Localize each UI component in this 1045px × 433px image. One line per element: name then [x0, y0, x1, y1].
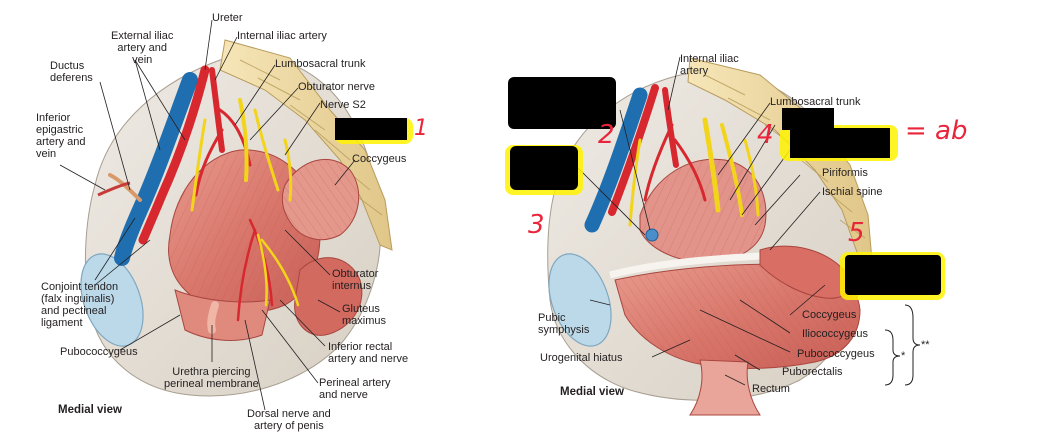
- left-view-label: Medial view: [58, 404, 122, 416]
- right-bracket-inner: [884, 329, 901, 386]
- right-external-iliac-vein: [584, 87, 648, 233]
- label-inferior-epigastric: Inferior epigastric artery and vein: [36, 112, 86, 160]
- left-sacrum: [219, 39, 393, 251]
- right-internal-iliac-branches: [643, 87, 707, 202]
- label-right-double-star: **: [921, 339, 930, 351]
- label-urethra: Urethra piercing perineal membrane: [164, 366, 259, 390]
- label-right-puborectalis: Puborectalis: [782, 366, 843, 378]
- right-annotation-3: 3: [528, 210, 545, 240]
- right-redaction-5: [845, 255, 941, 295]
- right-rectum: [689, 359, 761, 416]
- right-pubic-symphysis: [548, 253, 612, 347]
- label-right-single-star: *: [901, 350, 906, 362]
- right-redaction-2: [508, 77, 616, 129]
- label-right-pubococcygeus: Pubococcygeus: [797, 348, 875, 360]
- label-obturator-nerve: Obturator nerve: [298, 81, 376, 93]
- right-bracket-outer: [904, 304, 921, 386]
- left-external-iliac-artery: [138, 65, 210, 245]
- label-right-internal-iliac: Internal iliac artery: [680, 53, 739, 77]
- label-ductus-deferens: Ductus deferens: [50, 60, 93, 84]
- right-external-iliac-artery: [608, 84, 659, 216]
- label-dorsal-nerve: Dorsal nerve and artery of penis: [247, 408, 331, 432]
- right-annotation-2: 2: [598, 120, 615, 150]
- right-annotation-4: 4: [757, 120, 774, 150]
- label-lumbosacral-trunk: Lumbosacral trunk: [275, 58, 366, 70]
- right-redaction-4a: [782, 108, 834, 130]
- label-pubococcygeus: Pubococcygeus: [60, 346, 138, 358]
- label-ureter: Ureter: [212, 12, 243, 24]
- label-obturator-internus: Obturator internus: [332, 268, 379, 292]
- label-inferior-rectal: Inferior rectal artery and nerve: [328, 341, 409, 365]
- right-redaction-4b: [790, 128, 890, 158]
- label-right-coccygeus: Coccygeus: [802, 309, 857, 321]
- label-right-ischial-spine: Ischial spine: [822, 186, 883, 198]
- label-right-rectum: Rectum: [752, 383, 790, 395]
- left-leader-lines: [59, 19, 356, 411]
- right-annotation-5: 5: [848, 218, 865, 248]
- left-annotation-1: 1: [414, 116, 428, 141]
- right-view-label: Medial view: [560, 386, 624, 398]
- label-coccygeus: Coccygeus: [352, 153, 407, 165]
- label-right-piriformis: Piriformis: [822, 167, 868, 179]
- left-redaction-box: [335, 118, 407, 140]
- right-tendinous-arch: [609, 251, 781, 279]
- label-conjoint-tendon: Conjoint tendon (falx inguinalis) and pe…: [41, 281, 119, 329]
- right-annotation-note: = ab: [905, 116, 968, 146]
- right-leader-lines: [559, 56, 826, 386]
- label-right-iliococcygeus: Iliococcygeus: [802, 328, 869, 340]
- label-right-pubic-symphysis: Pubic symphysis: [538, 312, 590, 336]
- label-right-lumbosacral-trunk: Lumbosacral trunk: [770, 96, 861, 108]
- left-inferior-epigastric: [97, 181, 131, 197]
- left-external-iliac-vein: [114, 72, 198, 266]
- label-right-urogenital-hiatus: Urogenital hiatus: [540, 352, 623, 364]
- label-perineal-artery: Perineal artery and nerve: [319, 377, 391, 401]
- right-nerves: [628, 117, 760, 227]
- left-gluteus-maximus: [294, 257, 363, 336]
- right-obturator-canal: [645, 228, 659, 242]
- label-internal-iliac-artery: Internal iliac artery: [237, 30, 327, 42]
- label-nerve-s2: Nerve S2: [320, 99, 366, 111]
- left-pubococcygeus: [174, 289, 271, 341]
- label-gluteus-maximus: Gluteus maximus: [342, 303, 387, 327]
- label-external-iliac: External iliac artery and vein: [111, 30, 174, 66]
- right-redaction-3: [510, 146, 578, 190]
- left-nerves: [190, 98, 300, 307]
